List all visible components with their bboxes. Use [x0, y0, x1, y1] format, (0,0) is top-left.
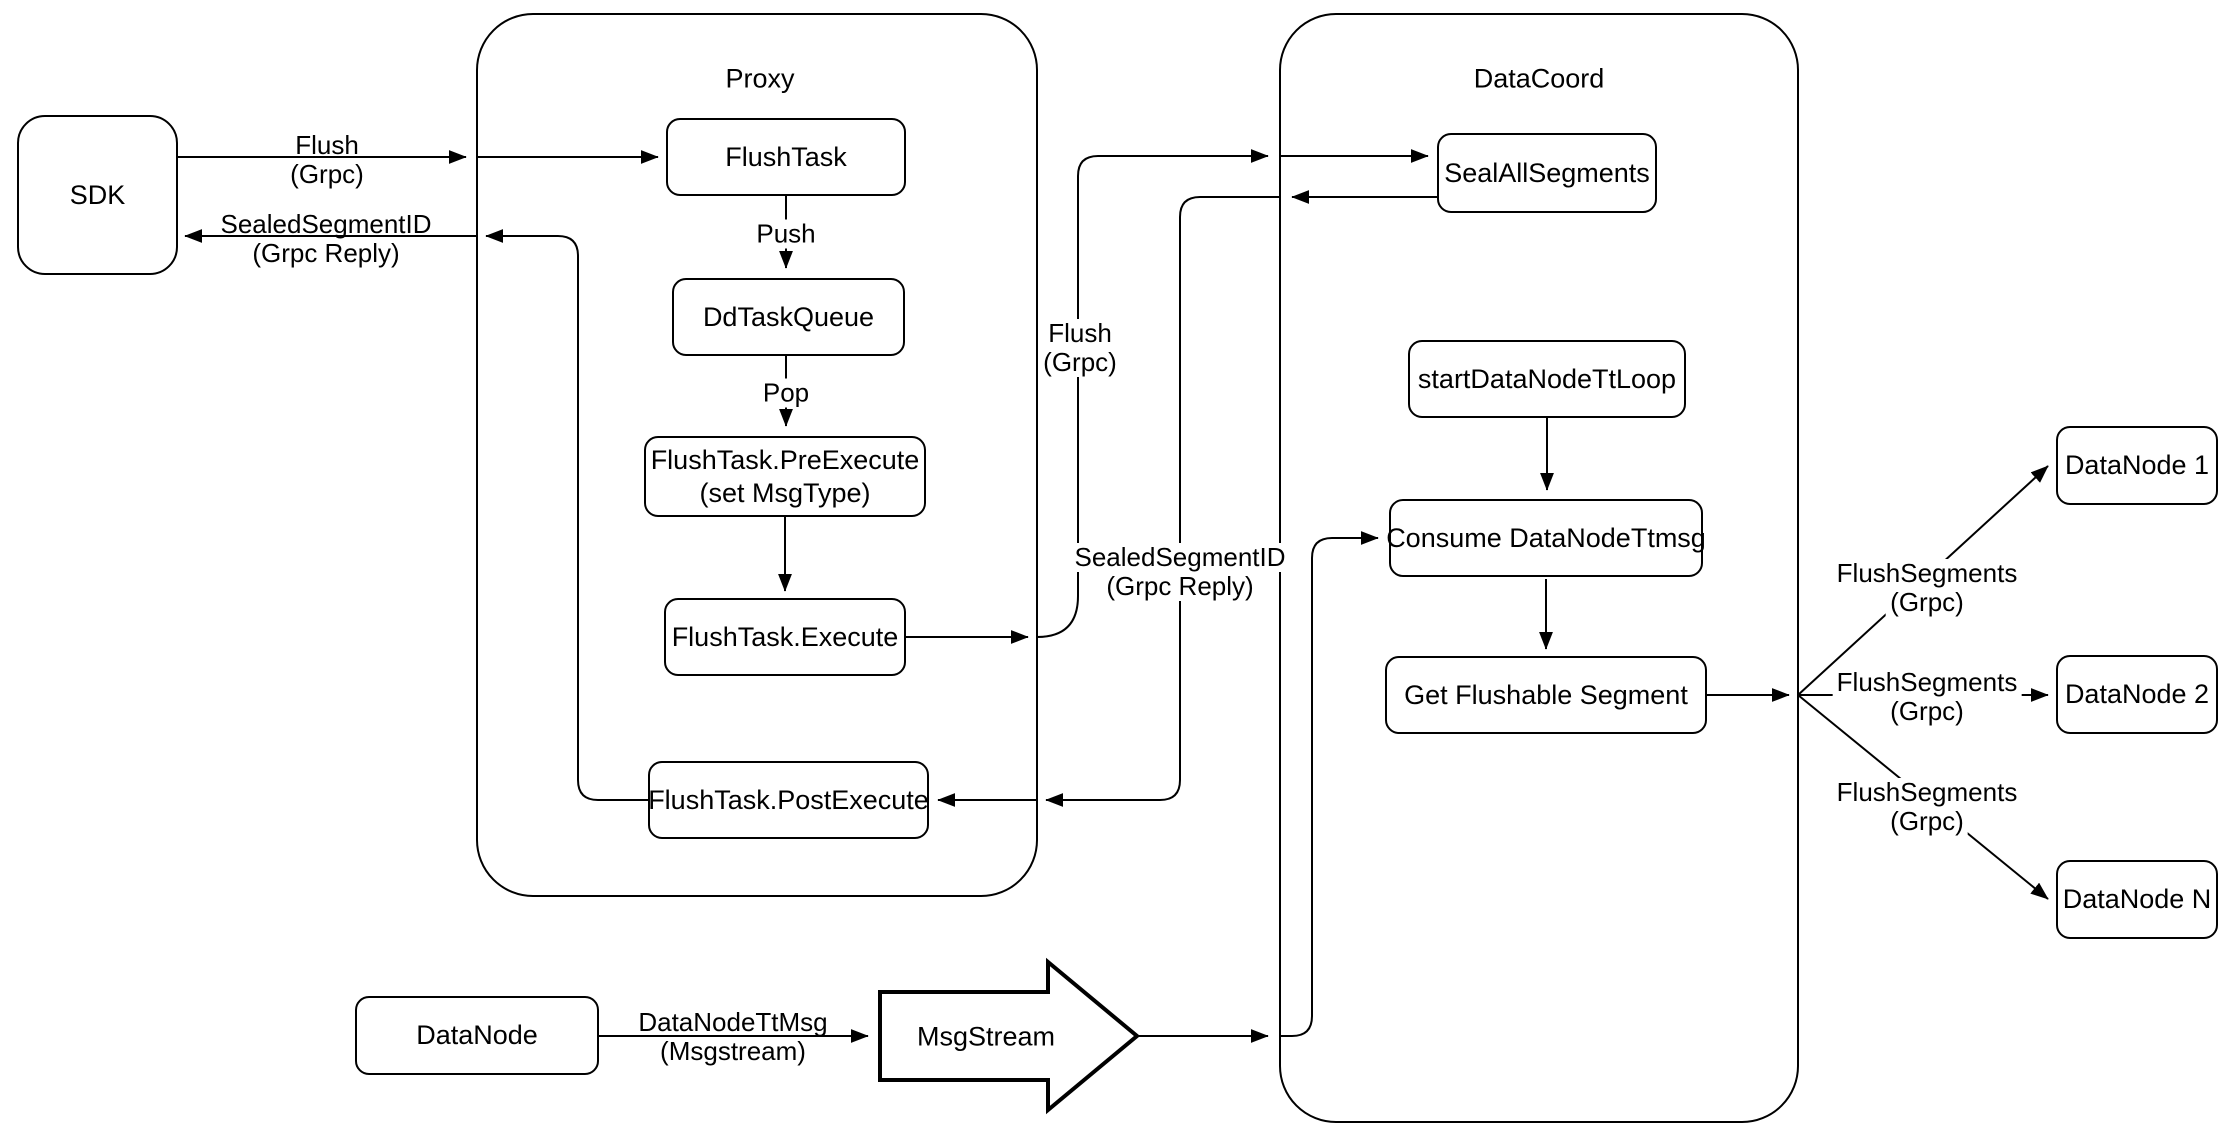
edge-flush-grpc-to-datacoord-border	[1036, 149, 1269, 638]
node-datanode-n: DataNode N	[2056, 860, 2218, 939]
edge-label-flushsegments-n-line1: FlushSegments	[1832, 778, 2022, 807]
node-get-flushable-segment: Get Flushable Segment	[1385, 656, 1707, 734]
node-datanode-2-label: DataNode 2	[2064, 679, 2210, 709]
node-ddtaskqueue: DdTaskQueue	[672, 278, 905, 356]
edge-label-flush-grpc-mid: Flush (Grpc)	[1039, 319, 1121, 377]
node-flushtask-label: FlushTask	[725, 141, 847, 172]
edge-label-flushsegments-n-line2: (Grpc)	[1886, 807, 1968, 836]
edge-label-flushsegments-2-line1: FlushSegments	[1832, 668, 2022, 697]
edge-label-datanodettmsg-line2: (Msgstream)	[660, 1036, 806, 1066]
edge-label-pop: Pop	[758, 378, 814, 408]
edge-label-sealedsegmentid-mid-line2: (Grpc Reply)	[1102, 572, 1258, 601]
edge-label-flushsegments-1-line2: (Grpc)	[1886, 588, 1968, 617]
edge-label-datanodettmsg-line1: DataNodeTtMsg	[638, 1007, 828, 1037]
edge-label-sealedsegmentid-mid-line1: SealedSegmentID	[1070, 543, 1290, 572]
edge-sealed-reply-route-to-proxy-border	[1045, 196, 1280, 807]
edge-label-sealedsegmentid-sdk-line1: SealedSegmentID	[220, 209, 432, 239]
node-sdk-label: SDK	[69, 179, 126, 210]
datacoord-container-title: DataCoord	[1473, 63, 1605, 94]
edge-label-flush-grpc-mid-line1: Flush	[1044, 319, 1116, 348]
edge-label-flush-grpc-sdk-line1: Flush	[295, 130, 359, 160]
node-flushtask-preexecute-label-line2: (set MsgType)	[699, 477, 871, 508]
edge-label-sealedsegmentid-mid: SealedSegmentID (Grpc Reply)	[1070, 543, 1290, 601]
node-startdatanodettloop: startDataNodeTtLoop	[1408, 340, 1686, 418]
node-flushtask-postexecute-label: FlushTask.PostExecute	[648, 784, 929, 815]
node-datanode-source-label: DataNode	[416, 1020, 538, 1050]
msgstream-block-arrow-shape	[878, 957, 1141, 1115]
node-flushtask-postexecute: FlushTask.PostExecute	[648, 761, 929, 839]
node-datanode-source: DataNode	[355, 996, 599, 1075]
msgstream-arrow-label: MsgStream	[916, 1021, 1056, 1052]
edge-label-flush-grpc-sdk-line2: (Grpc)	[290, 159, 364, 189]
node-datanode-n-label: DataNode N	[2062, 884, 2212, 914]
edge-label-flushsegments-2: FlushSegments (Grpc)	[1832, 668, 2022, 726]
node-flushtask-execute: FlushTask.Execute	[664, 598, 906, 676]
node-datanode-2: DataNode 2	[2056, 655, 2218, 734]
edge-label-flush-grpc-mid-line2: (Grpc)	[1039, 348, 1121, 377]
node-ddtaskqueue-label: DdTaskQueue	[702, 301, 875, 332]
edge-label-sealedsegmentid-sdk-line2: (Grpc Reply)	[252, 238, 400, 268]
node-consume-datanodettmsg: Consume DataNodeTtmsg	[1386, 499, 1706, 577]
node-sealallsegments: SealAllSegments	[1437, 133, 1657, 213]
edge-datacoord-border-to-consume	[1280, 531, 1379, 1037]
edge-postexecute-reply-to-proxy-border	[485, 229, 648, 801]
edge-label-flushsegments-1: FlushSegments (Grpc)	[1832, 559, 2022, 617]
edge-label-flushsegments-n: FlushSegments (Grpc)	[1832, 778, 2022, 836]
edge-label-datanodettmsg: DataNodeTtMsg (Msgstream)	[634, 1008, 831, 1066]
node-startdatanodettloop-label: startDataNodeTtLoop	[1417, 363, 1677, 394]
node-get-flushable-segment-label: Get Flushable Segment	[1404, 679, 1688, 710]
proxy-container-title: Proxy	[725, 63, 795, 94]
edge-label-flushsegments-2-line2: (Grpc)	[1886, 697, 1968, 726]
node-flushtask-execute-label: FlushTask.Execute	[671, 621, 899, 652]
edge-label-sealedsegmentid-sdk: SealedSegmentID (Grpc Reply)	[216, 210, 435, 268]
node-flushtask-preexecute-label-line1: FlushTask.PreExecute	[650, 444, 920, 475]
edge-label-push-text: Push	[752, 219, 820, 249]
node-sdk: SDK	[17, 115, 178, 275]
proxy-container	[476, 13, 1038, 897]
node-flushtask: FlushTask	[666, 118, 906, 196]
edge-label-flushsegments-1-line1: FlushSegments	[1832, 559, 2022, 588]
node-flushtask-preexecute: FlushTask.PreExecute (set MsgType)	[644, 436, 926, 517]
edge-label-push: Push	[752, 219, 820, 249]
node-datanode-1-label: DataNode 1	[2064, 450, 2210, 480]
edge-label-flush-grpc-sdk: Flush (Grpc)	[286, 131, 368, 189]
node-datanode-1: DataNode 1	[2056, 426, 2218, 505]
edge-label-pop-text: Pop	[758, 378, 814, 408]
node-sealallsegments-label: SealAllSegments	[1444, 157, 1650, 188]
node-consume-datanodettmsg-label: Consume DataNodeTtmsg	[1386, 522, 1706, 553]
